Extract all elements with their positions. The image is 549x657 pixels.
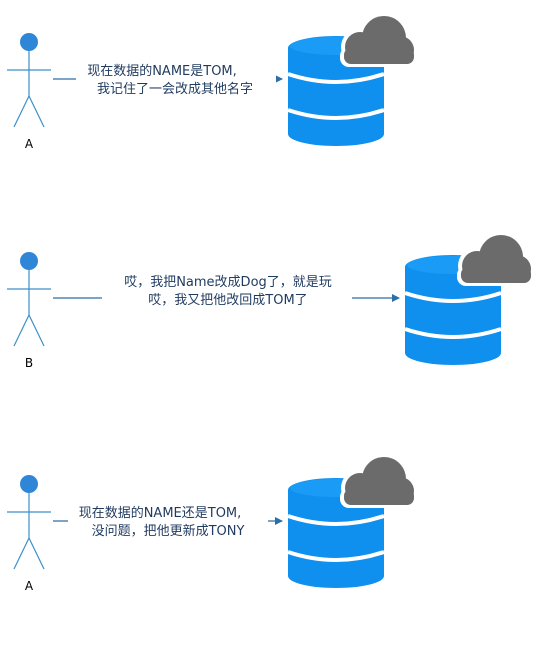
actor-left-leg [13, 314, 30, 347]
message-line-2: 我记住了一会改成其他名字 [97, 81, 253, 97]
actor-a-bottom: A [7, 475, 51, 593]
scene-1: A 现在数据的NAME是TOM, 我记住了一会改成其他名字 [7, 12, 418, 151]
message-line-2: 没问题，把他更新成TONY [92, 523, 245, 539]
actor-right-leg [28, 95, 45, 128]
actor-a-top: A [7, 33, 51, 151]
actor-left-leg [13, 537, 30, 570]
cloud-icon [340, 12, 418, 68]
message-line-1: 哎，我把Name改成Dog了，就是玩 [124, 275, 332, 290]
actor-head [20, 33, 38, 51]
message-label-bg [68, 502, 268, 540]
message-line-1: 现在数据的NAME是TOM, [87, 63, 237, 79]
message-label-bg [76, 60, 276, 98]
scene-2: B 哎，我把Name改成Dog了，就是玩 哎，我又把他改回成TOM了 [7, 231, 535, 370]
actor-b: B [7, 252, 51, 370]
message-line-1: 现在数据的NAME还是TOM, [79, 505, 242, 521]
actor-head [20, 475, 38, 493]
actor-left-leg [13, 95, 30, 128]
message-label-bg [102, 271, 352, 309]
cloud-icon [340, 453, 418, 509]
actor-right-leg [28, 537, 45, 570]
actor-label: B [25, 356, 33, 370]
actor-head [20, 252, 38, 270]
actor-right-leg [28, 314, 45, 347]
actor-label: A [25, 137, 34, 151]
actor-label: A [25, 579, 34, 593]
cloud-icon [457, 231, 535, 287]
message-line-2: 哎，我又把他改回成TOM了 [148, 293, 307, 308]
scene-3: A 现在数据的NAME还是TOM, 没问题，把他更新成TONY [7, 453, 418, 593]
